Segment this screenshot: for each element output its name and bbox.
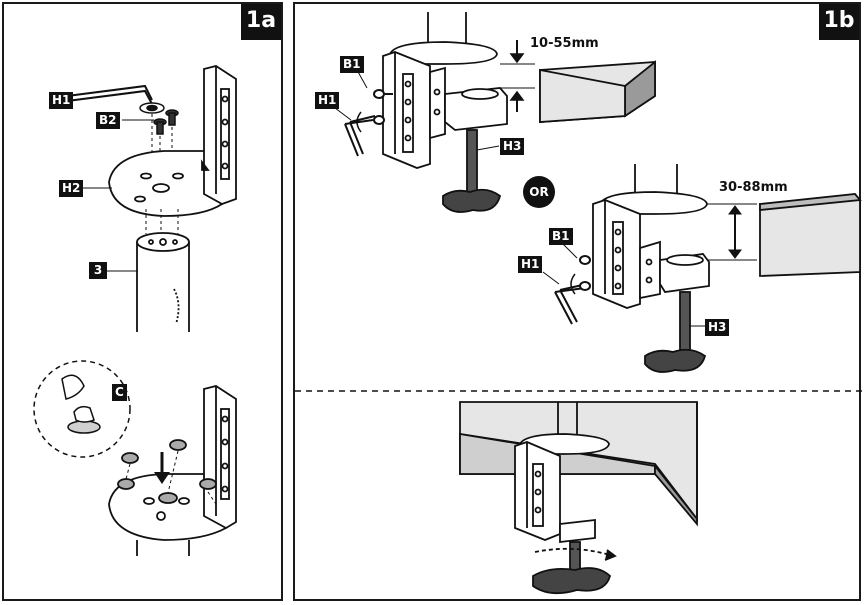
top-clamp-icon: [382, 12, 508, 213]
step-1a-illustration: [33, 65, 237, 556]
hex-key-h1-top-icon: [344, 89, 393, 157]
dimension-arrows-bottom-icon: [707, 203, 757, 261]
desk-side-icon: [759, 193, 862, 277]
hex-key-h1-icon: [66, 84, 153, 105]
label-h1-bottom: H1: [518, 256, 543, 273]
bottom-clamp-icon: [592, 164, 710, 373]
hex-key-h1-bottom-icon: [554, 255, 591, 325]
step-badge-1b: 1b: [819, 4, 859, 40]
label-b1-bottom: B1: [549, 228, 573, 245]
base-plate-h2-icon: [108, 65, 237, 217]
pole-3-icon: [136, 232, 190, 332]
down-arrow-icon: [154, 452, 170, 484]
dimension-label-top: 10-55mm: [530, 36, 599, 51]
detail-circle-c-icon: [33, 360, 131, 458]
label-h1: H1: [49, 92, 74, 109]
screw-b2-icon: [139, 102, 179, 135]
step-1b-illustration: [295, 12, 863, 595]
label-h3-top: H3: [500, 138, 525, 155]
panel-1a: 1a: [2, 2, 283, 601]
label-c: C: [112, 384, 127, 401]
label-b2: B2: [96, 112, 120, 129]
label-h1-top: H1: [315, 92, 340, 109]
label-h2: H2: [59, 180, 84, 197]
label-b1-top: B1: [340, 56, 364, 73]
panel-1b: 1b: [293, 2, 863, 601]
dimension-label-bottom: 30-88mm: [719, 180, 788, 195]
plate-with-pads-icon: [108, 385, 237, 556]
desk-top-icon: [539, 60, 656, 123]
label-h3-bottom: H3: [705, 319, 730, 336]
step-badge-1a: 1a: [241, 4, 281, 40]
label-3: 3: [89, 262, 107, 279]
mounted-clamp-icon: [459, 401, 698, 595]
or-badge: OR: [523, 176, 555, 208]
dimension-arrows-top-icon: [500, 40, 535, 112]
